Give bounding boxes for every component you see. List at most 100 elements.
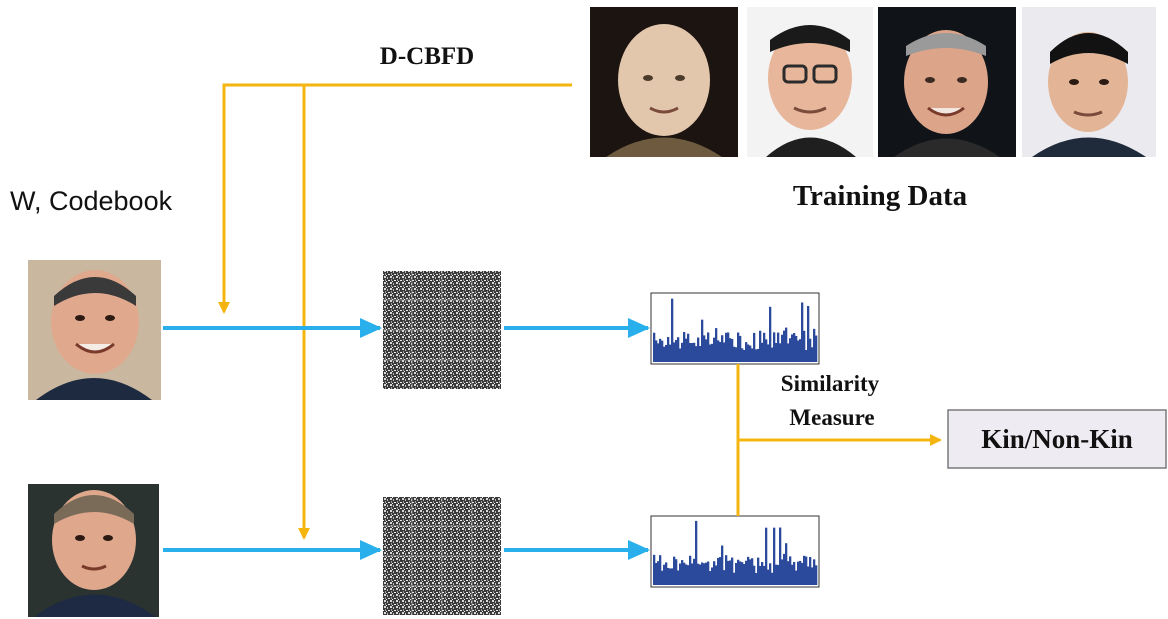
- histogram-bar: [669, 344, 672, 362]
- histogram-bar: [753, 565, 756, 585]
- histogram-bar: [799, 560, 802, 585]
- histogram-bar: [689, 555, 692, 585]
- histogram-bar: [759, 330, 762, 362]
- histogram-bar: [683, 562, 686, 585]
- histogram-bar: [725, 555, 728, 585]
- histogram-bar: [741, 562, 744, 585]
- histogram-bar: [705, 339, 708, 362]
- histogram-bar: [731, 339, 734, 362]
- histogram-bar: [757, 348, 760, 362]
- training-faces: [590, 7, 1156, 157]
- histogram-bar: [803, 330, 806, 362]
- histogram-bar: [801, 302, 804, 362]
- histogram-bar: [731, 557, 734, 585]
- histogram-bar: [789, 338, 792, 362]
- histogram-bar: [701, 562, 704, 585]
- histogram-bar: [815, 565, 818, 585]
- histogram-bar: [737, 332, 740, 362]
- face-photo-icon: [747, 7, 873, 157]
- parent-face-photo-icon: [28, 260, 161, 400]
- histogram-bar: [673, 556, 676, 585]
- histogram-bar: [715, 565, 718, 585]
- histogram-bar: [705, 562, 708, 585]
- histogram-bar: [813, 328, 816, 362]
- histogram-bar: [661, 340, 664, 362]
- histogram-bar: [793, 333, 796, 362]
- histogram-bar: [781, 559, 784, 585]
- child-face-photo-icon: [28, 484, 159, 617]
- histogram-bar: [763, 332, 766, 362]
- histogram-bar: [743, 349, 746, 362]
- histogram-bar: [757, 557, 760, 585]
- histogram-bar: [799, 339, 802, 362]
- histogram-bar: [653, 332, 656, 362]
- training-flow-arrows: [218, 83, 942, 540]
- histogram-bar: [747, 556, 750, 585]
- histogram-bar: [811, 347, 814, 362]
- histogram-bar: [755, 573, 758, 585]
- histogram-bar: [759, 565, 762, 585]
- histogram-bar: [807, 305, 810, 362]
- histogram-bar: [751, 558, 754, 585]
- histogram-bar: [719, 341, 722, 362]
- histogram-bar: [671, 568, 674, 585]
- histogram-bar: [659, 555, 662, 585]
- histogram-bar: [789, 556, 792, 585]
- histogram-bar: [785, 327, 788, 362]
- histogram-bar: [797, 340, 800, 362]
- histogram-bar: [751, 348, 754, 362]
- histogram-bar: [729, 338, 732, 362]
- histogram-bar: [769, 306, 772, 362]
- histogram-bar: [655, 340, 658, 362]
- histogram-bar: [763, 565, 766, 585]
- histogram-bar: [787, 343, 790, 362]
- histogram-bar: [679, 348, 682, 362]
- histogram-bar: [693, 342, 696, 362]
- histogram-bar: [815, 335, 818, 362]
- histogram-bar: [659, 338, 662, 362]
- histogram-bar: [767, 569, 770, 585]
- histogram-bar: [793, 561, 796, 585]
- histogram-bar: [783, 553, 786, 585]
- histogram-bar: [743, 564, 746, 585]
- histogram-bar: [803, 555, 806, 585]
- histogram-bar: [755, 349, 758, 362]
- histogram-bar: [681, 560, 684, 585]
- training-data-label: Training Data: [793, 180, 968, 212]
- histogram-bar: [809, 557, 812, 585]
- histogram-bar: [699, 346, 702, 362]
- histogram-icon: [650, 515, 820, 588]
- histogram-bar: [813, 559, 816, 585]
- histogram-bar: [723, 342, 726, 362]
- histogram-bar: [723, 570, 726, 585]
- feature-map-icon: [383, 271, 501, 389]
- histogram-bar: [749, 345, 752, 362]
- histogram-bar: [781, 334, 784, 362]
- feature-flow-arrows: [163, 318, 650, 560]
- histogram-bar: [709, 344, 712, 362]
- histogram-bar: [719, 557, 722, 585]
- histogram-bar: [663, 346, 666, 362]
- histogram-bar: [721, 545, 724, 585]
- histogram-bar: [779, 527, 782, 585]
- histogram-bar: [767, 344, 770, 362]
- histogram-bar: [701, 319, 704, 362]
- histogram-bar: [735, 347, 738, 362]
- histogram-bar: [725, 332, 728, 362]
- histogram-bar: [805, 349, 808, 362]
- histogram-bar: [727, 560, 730, 585]
- histogram-bar: [733, 346, 736, 362]
- histogram-bar: [773, 332, 776, 362]
- histogram-bar: [729, 560, 732, 585]
- histogram-bar: [691, 343, 694, 362]
- histogram-bar: [687, 565, 690, 585]
- histogram-bar: [713, 561, 716, 585]
- histogram-bar: [687, 333, 690, 362]
- histogram-bar: [787, 561, 790, 585]
- histogram-bar: [683, 332, 686, 362]
- histogram-bar: [679, 563, 682, 585]
- histogram-bar: [689, 343, 692, 362]
- histogram-bar: [699, 564, 702, 585]
- histogram-bar: [711, 343, 714, 362]
